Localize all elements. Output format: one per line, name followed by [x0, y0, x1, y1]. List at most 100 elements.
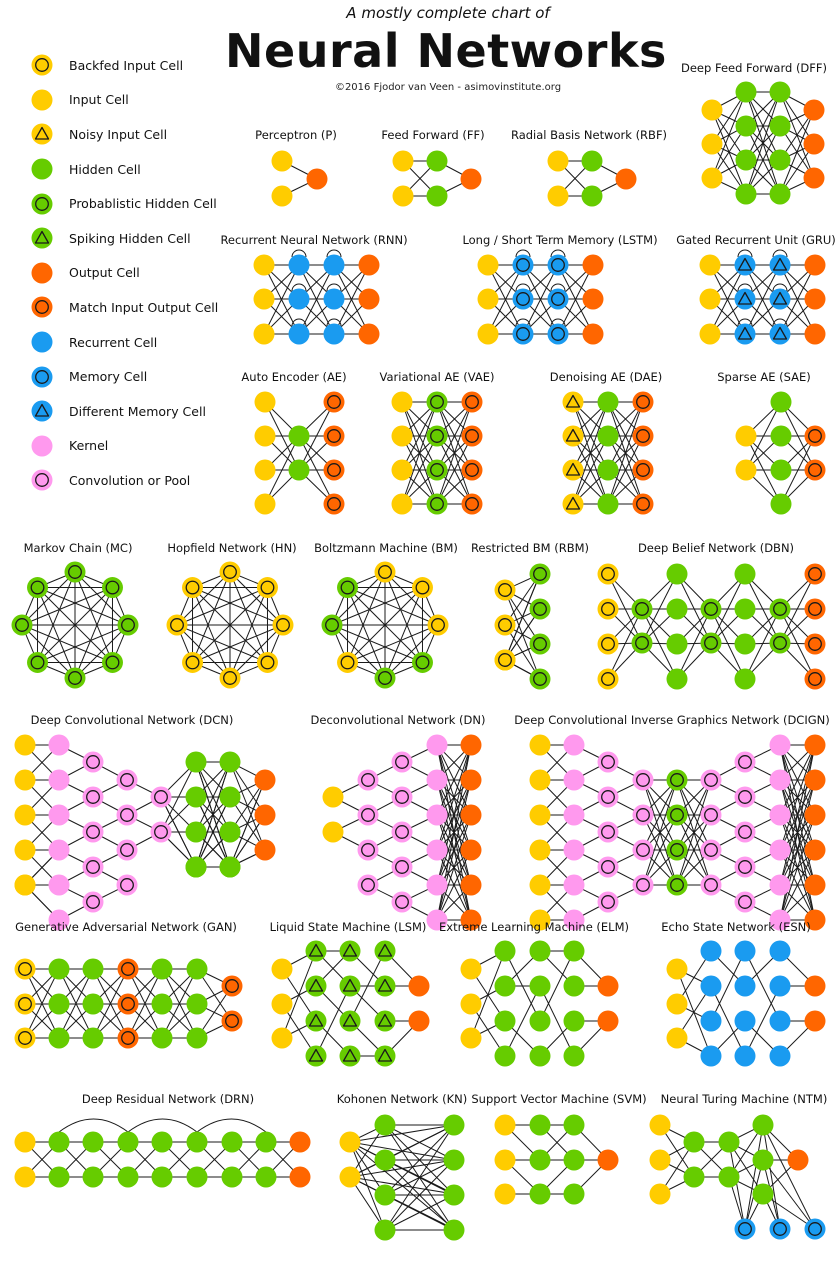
cell-body	[597, 856, 619, 878]
cell-body	[666, 598, 688, 620]
cell	[48, 734, 70, 756]
cell	[735, 183, 757, 205]
cell-body	[734, 323, 756, 345]
connection	[349, 1176, 386, 1231]
cell-body	[529, 975, 551, 997]
cell-body	[529, 909, 551, 931]
cell	[321, 614, 343, 636]
connection	[195, 796, 231, 868]
cell-body	[804, 734, 826, 756]
cell	[769, 839, 791, 861]
cell	[255, 1166, 277, 1188]
cell	[48, 958, 70, 980]
cell-inner-triangle	[565, 394, 581, 408]
cell	[48, 1027, 70, 1049]
cell	[734, 940, 756, 962]
connection	[779, 109, 815, 195]
cell	[494, 1114, 516, 1136]
cell-body	[357, 769, 379, 791]
cell-body	[597, 1149, 619, 1171]
cell-body	[254, 839, 276, 861]
cell	[477, 323, 499, 345]
cell	[563, 1010, 585, 1032]
cell-body	[82, 821, 104, 843]
connection	[676, 608, 712, 680]
cell	[460, 909, 482, 931]
cell-body	[512, 323, 534, 345]
swatch-inner-circle	[35, 58, 49, 73]
cell-body	[735, 115, 757, 137]
rbm-cells	[494, 563, 551, 690]
network-title-vae: Variational AE (VAE)	[379, 370, 495, 384]
cell-body	[151, 1166, 173, 1188]
cell-inner-triangle	[772, 291, 788, 305]
cell-body	[48, 769, 70, 791]
legend-label: Noisy Input Cell	[69, 126, 168, 142]
cell	[426, 425, 448, 447]
cell-inner-circle	[498, 583, 512, 597]
cell	[374, 1114, 396, 1136]
cell	[631, 598, 653, 620]
cell	[803, 133, 825, 155]
cell	[752, 1183, 774, 1205]
dcign-cells	[529, 734, 826, 931]
cell-body	[426, 391, 448, 413]
network-title-esn: Echo State Network (ESN)	[661, 920, 811, 934]
cell-body	[494, 975, 516, 997]
network-title-mc: Markov Chain (MC)	[23, 541, 133, 555]
cell	[460, 958, 482, 980]
cell	[460, 769, 482, 791]
lsm-cells	[271, 940, 430, 1067]
legend-item: Convolution or Pool	[31, 463, 232, 498]
cell-inner-circle	[68, 671, 82, 685]
cell-body	[460, 874, 482, 896]
cell	[494, 614, 516, 636]
vae-connections	[401, 401, 473, 505]
cell	[255, 1131, 277, 1153]
cell-body	[64, 561, 86, 583]
cell-body	[186, 1131, 208, 1153]
legend-item: Different Memory Cell	[31, 394, 232, 429]
cell-body	[150, 821, 172, 843]
cell-inner-circle	[465, 497, 479, 511]
legend-label: Recurrent Cell	[69, 334, 158, 350]
cell	[649, 1149, 671, 1171]
cell-body	[14, 993, 36, 1015]
cell	[494, 975, 516, 997]
cell	[322, 821, 344, 843]
cell-body	[443, 1219, 465, 1241]
cell	[256, 577, 278, 599]
cell	[512, 254, 534, 276]
cell-body	[562, 425, 584, 447]
cell-body	[529, 633, 551, 655]
cell	[718, 1166, 740, 1188]
cell-inner-circle	[465, 463, 479, 477]
cell	[683, 1131, 705, 1153]
cell-body	[116, 769, 138, 791]
cell-body	[392, 185, 414, 207]
cell	[166, 614, 188, 636]
cell-body	[82, 786, 104, 808]
esn-connections	[676, 950, 816, 1057]
cell-body	[337, 651, 359, 673]
connection	[487, 264, 524, 335]
cell	[735, 425, 757, 447]
cell	[734, 856, 756, 878]
cell-body	[734, 856, 756, 878]
cell-body	[649, 1149, 671, 1171]
cell	[529, 1149, 551, 1171]
cell	[48, 993, 70, 1015]
cell	[185, 821, 207, 843]
cell-body	[82, 856, 104, 878]
residual-skip	[196, 1118, 267, 1133]
ae-cells	[254, 391, 345, 515]
cell	[460, 1027, 482, 1049]
cell-inner-circle	[533, 637, 547, 651]
connection	[676, 814, 712, 886]
cell-body	[735, 183, 757, 205]
legend-item: Memory Cell	[31, 359, 232, 394]
cell	[82, 821, 104, 843]
cell-body	[460, 734, 482, 756]
